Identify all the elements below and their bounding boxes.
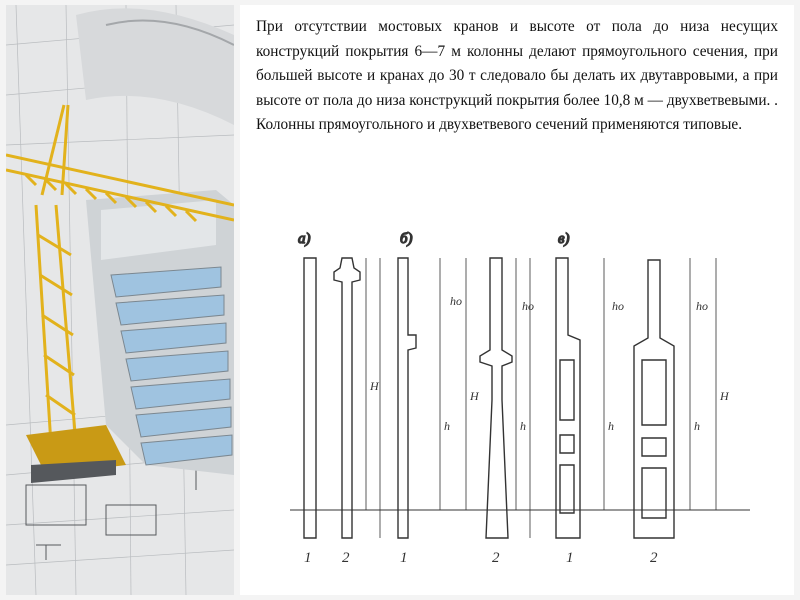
column-b2 [479,257,513,539]
group-label-b: б) [400,231,413,247]
column-label: 1 [400,550,408,566]
dim-h-c1: h [608,419,614,433]
dim-h0-b2: hо [522,299,534,313]
column-c1 [555,257,581,539]
column-a2 [333,257,361,539]
dim-h0-b1: hо [450,294,462,308]
column-label: 2 [650,550,658,566]
dim-H-b: H [469,389,480,403]
column-a1 [303,257,317,539]
slide-content: При отсутствии мостовых кранов и высоте … [240,5,794,595]
column-b1 [397,257,417,539]
dim-h0-c1: hо [612,299,624,313]
column-label: 1 [304,550,312,566]
dim-h-b2: h [520,419,526,433]
decorative-photo-crane-building [6,5,234,595]
column-label: 2 [492,550,500,566]
column-label: 2 [342,550,350,566]
column-label: 1 [566,550,574,566]
dim-H-a: H [369,379,380,393]
group-label-c: в) [558,231,570,247]
dim-h-c2: h [694,419,700,433]
dim-H-c: H [719,389,730,403]
dim-h-b1: h [444,419,450,433]
dim-h0-c2: hо [696,299,708,313]
columns-drawing: а) б) в) hо hо [290,230,750,566]
body-paragraph: При отсутствии мостовых кранов и высоте … [256,18,778,134]
column-c2 [633,259,675,539]
crane-illustration [6,5,234,595]
group-label-a: а) [298,231,311,247]
